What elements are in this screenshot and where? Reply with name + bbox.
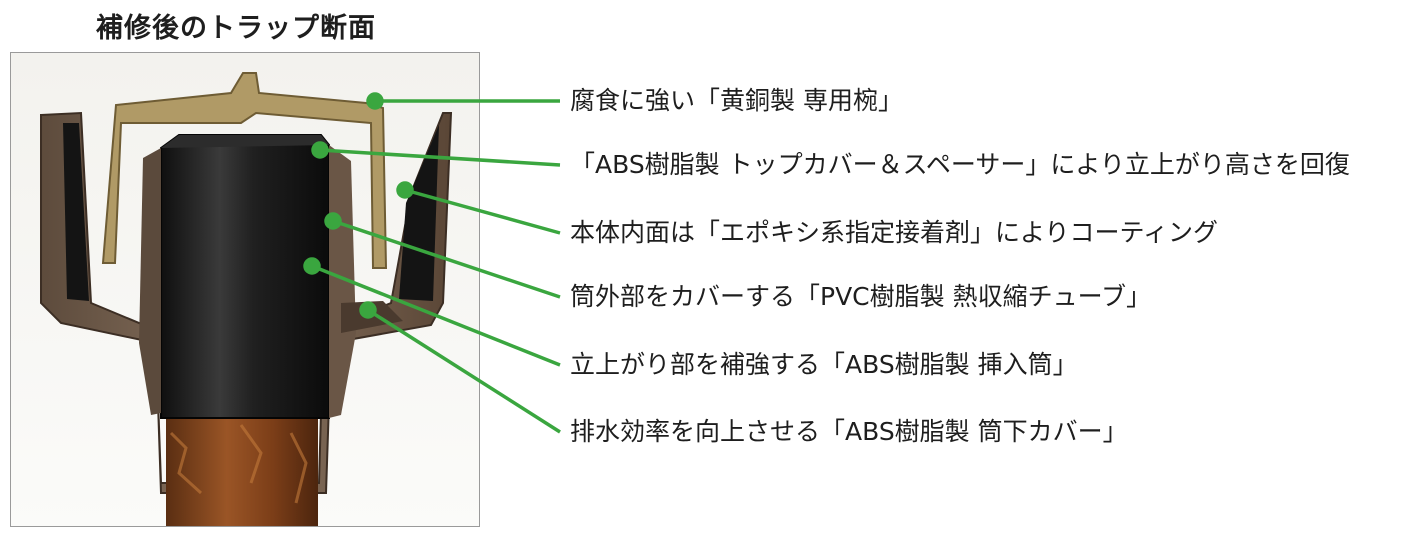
- label-pvc-tube: 筒外部をカバーする「PVC樹脂製 熱収縮チューブ」: [570, 282, 1152, 311]
- brass-bowl: [101, 72, 388, 269]
- rusted-pipe: [166, 415, 318, 526]
- page-title: 補修後のトラップ断面: [96, 13, 376, 44]
- label-insert-tube: 立上がり部を補強する「ABS樹脂製 挿入筒」: [570, 350, 1078, 379]
- coated-interior-left: [63, 123, 89, 301]
- top-cover: [161, 135, 329, 148]
- trap-cross-section-photo: [10, 52, 480, 527]
- label-epoxy-coating: 本体内面は「エポキシ系指定接着剤」によりコーティング: [570, 218, 1219, 247]
- abs-insert-tube: [160, 134, 330, 419]
- label-top-cover: 「ABS樹脂製 トップカバー＆スペーサー」により立上がり高さを回復: [570, 150, 1350, 179]
- label-bottom-cover: 排水効率を向上させる「ABS樹脂製 筒下カバー」: [570, 417, 1128, 446]
- pvc-sleeve-left: [139, 148, 161, 415]
- label-brass-bowl: 腐食に強い「黄銅製 専用椀」: [570, 86, 903, 115]
